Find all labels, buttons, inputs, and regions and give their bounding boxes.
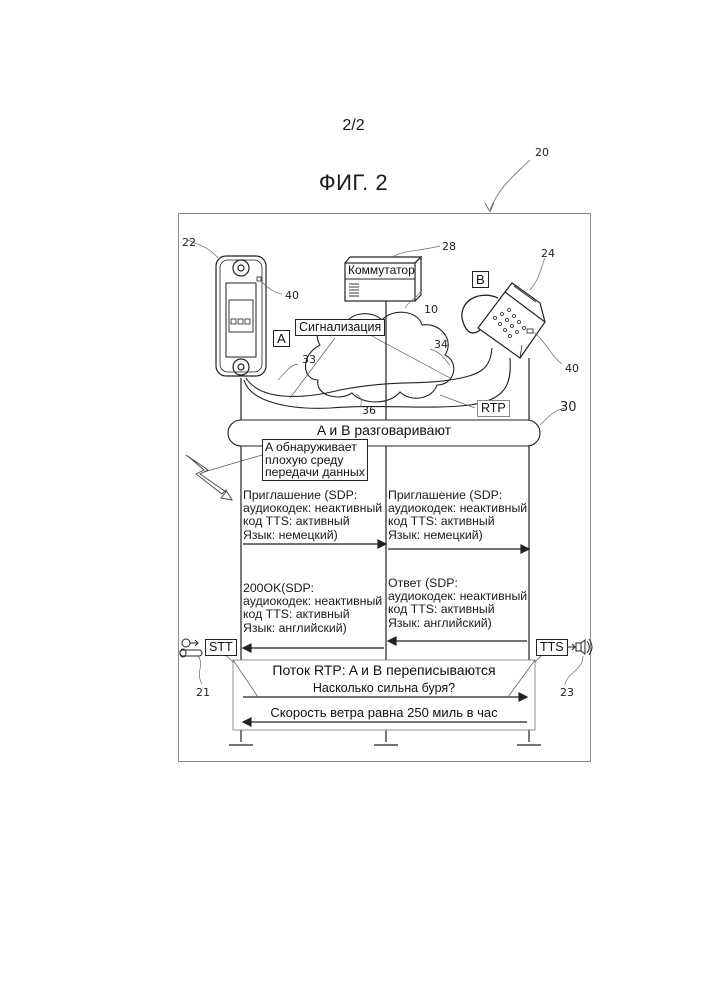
stt-label: STT — [205, 639, 237, 656]
ref-device-a: 22 — [182, 236, 196, 249]
ref-device-b: 24 — [541, 247, 555, 260]
ref-indicator-b: 40 — [565, 362, 579, 375]
desk-phone-b-icon — [462, 283, 545, 358]
leader-24 — [530, 258, 545, 290]
ref-tts: 23 — [560, 686, 574, 699]
link-a-bottom — [244, 358, 510, 408]
message-ok-a: 200OK(SDP: аудиокодек: неактивный код TT… — [243, 582, 382, 635]
message-line: Язык: английский) — [388, 617, 527, 630]
link-a-top — [246, 348, 492, 396]
ref-network: 10 — [424, 303, 438, 316]
message-line: код TTS: активный — [388, 603, 527, 616]
ref-link-34: 34 — [434, 338, 448, 351]
speaker-icon — [566, 639, 592, 655]
mobile-phone-a-icon — [216, 256, 266, 376]
detect-note: A обнаруживает плохую среду передачи дан… — [262, 439, 368, 481]
party-b-label: B — [472, 271, 489, 288]
rtp-answer: Скорость ветра равна 250 миль в час — [233, 706, 535, 719]
signaling-leader — [290, 338, 335, 398]
leader-28 — [393, 246, 440, 257]
ref-link-33: 33 — [302, 353, 316, 366]
message-line: код TTS: активный — [243, 515, 382, 528]
leader-36 — [356, 394, 361, 407]
message-line: Язык: английский) — [243, 622, 382, 635]
message-answer-b: Ответ (SDP: аудиокодек: неактивный код T… — [388, 577, 527, 630]
message-invite-b: Приглашение (SDP: аудиокодек: неактивный… — [388, 489, 527, 542]
ref-conversation: 30 — [560, 400, 577, 415]
signaling-label: Сигнализация — [295, 319, 385, 336]
tts-label: TTS — [536, 639, 568, 656]
rtp-question: Насколько сильна буря? — [233, 682, 535, 695]
leader-40b — [533, 332, 562, 364]
conversation-label: A и B разговаривают — [228, 424, 540, 437]
rtp-label: RTP — [477, 400, 510, 417]
microphone-icon — [180, 639, 202, 657]
leader-21 — [198, 656, 202, 684]
leader-20 — [490, 160, 530, 210]
switch-label: Коммутатор — [348, 264, 415, 277]
ref-indicator-a: 40 — [285, 289, 299, 302]
ref-link-36: 36 — [362, 404, 376, 417]
message-line: код TTS: активный — [243, 608, 382, 621]
leader-10 — [405, 290, 422, 308]
leader-23 — [565, 656, 583, 684]
rtp-stream-title: Поток RTP: A и B переписываются — [233, 664, 535, 677]
message-line: Язык: немецкий) — [388, 529, 527, 542]
message-invite-a: Приглашение (SDP: аудиокодек: неактивный… — [243, 489, 382, 542]
message-line: Язык: немецкий) — [243, 529, 382, 542]
leader-40a — [261, 281, 282, 294]
party-a-label: A — [273, 330, 290, 347]
detect-note-line: передачи данных — [265, 466, 365, 479]
ref-switch: 28 — [442, 240, 456, 253]
ref-stt: 21 — [196, 686, 210, 699]
leader-33 — [278, 364, 298, 380]
lightning-icon — [186, 455, 232, 500]
message-line: код TTS: активный — [388, 515, 527, 528]
detect-note-line: A обнаруживает — [265, 441, 365, 454]
